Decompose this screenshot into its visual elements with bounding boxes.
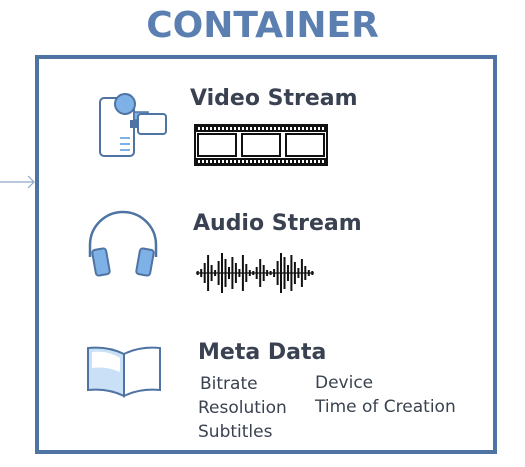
container-title: CONTAINER (146, 5, 379, 46)
meta-item-resolution: Resolution (198, 398, 287, 418)
waveform-icon (196, 253, 314, 293)
meta-item-device: Device (315, 373, 374, 393)
camcorder-icon (99, 93, 167, 157)
headphones-icon (88, 210, 158, 277)
audio-stream-label: Audio Stream (193, 211, 362, 236)
meta-item-time-of-creation: Time of Creation (315, 397, 456, 417)
video-stream-label: Video Stream (190, 86, 358, 111)
film-strip-icon (194, 124, 328, 166)
meta-item-subtitles: Subtitles (198, 422, 273, 442)
arrow-right-icon (0, 175, 35, 189)
open-book-icon (87, 346, 161, 398)
meta-item-bitrate: Bitrate (200, 374, 258, 394)
container-frame (35, 55, 497, 454)
meta-data-label: Meta Data (198, 340, 327, 365)
